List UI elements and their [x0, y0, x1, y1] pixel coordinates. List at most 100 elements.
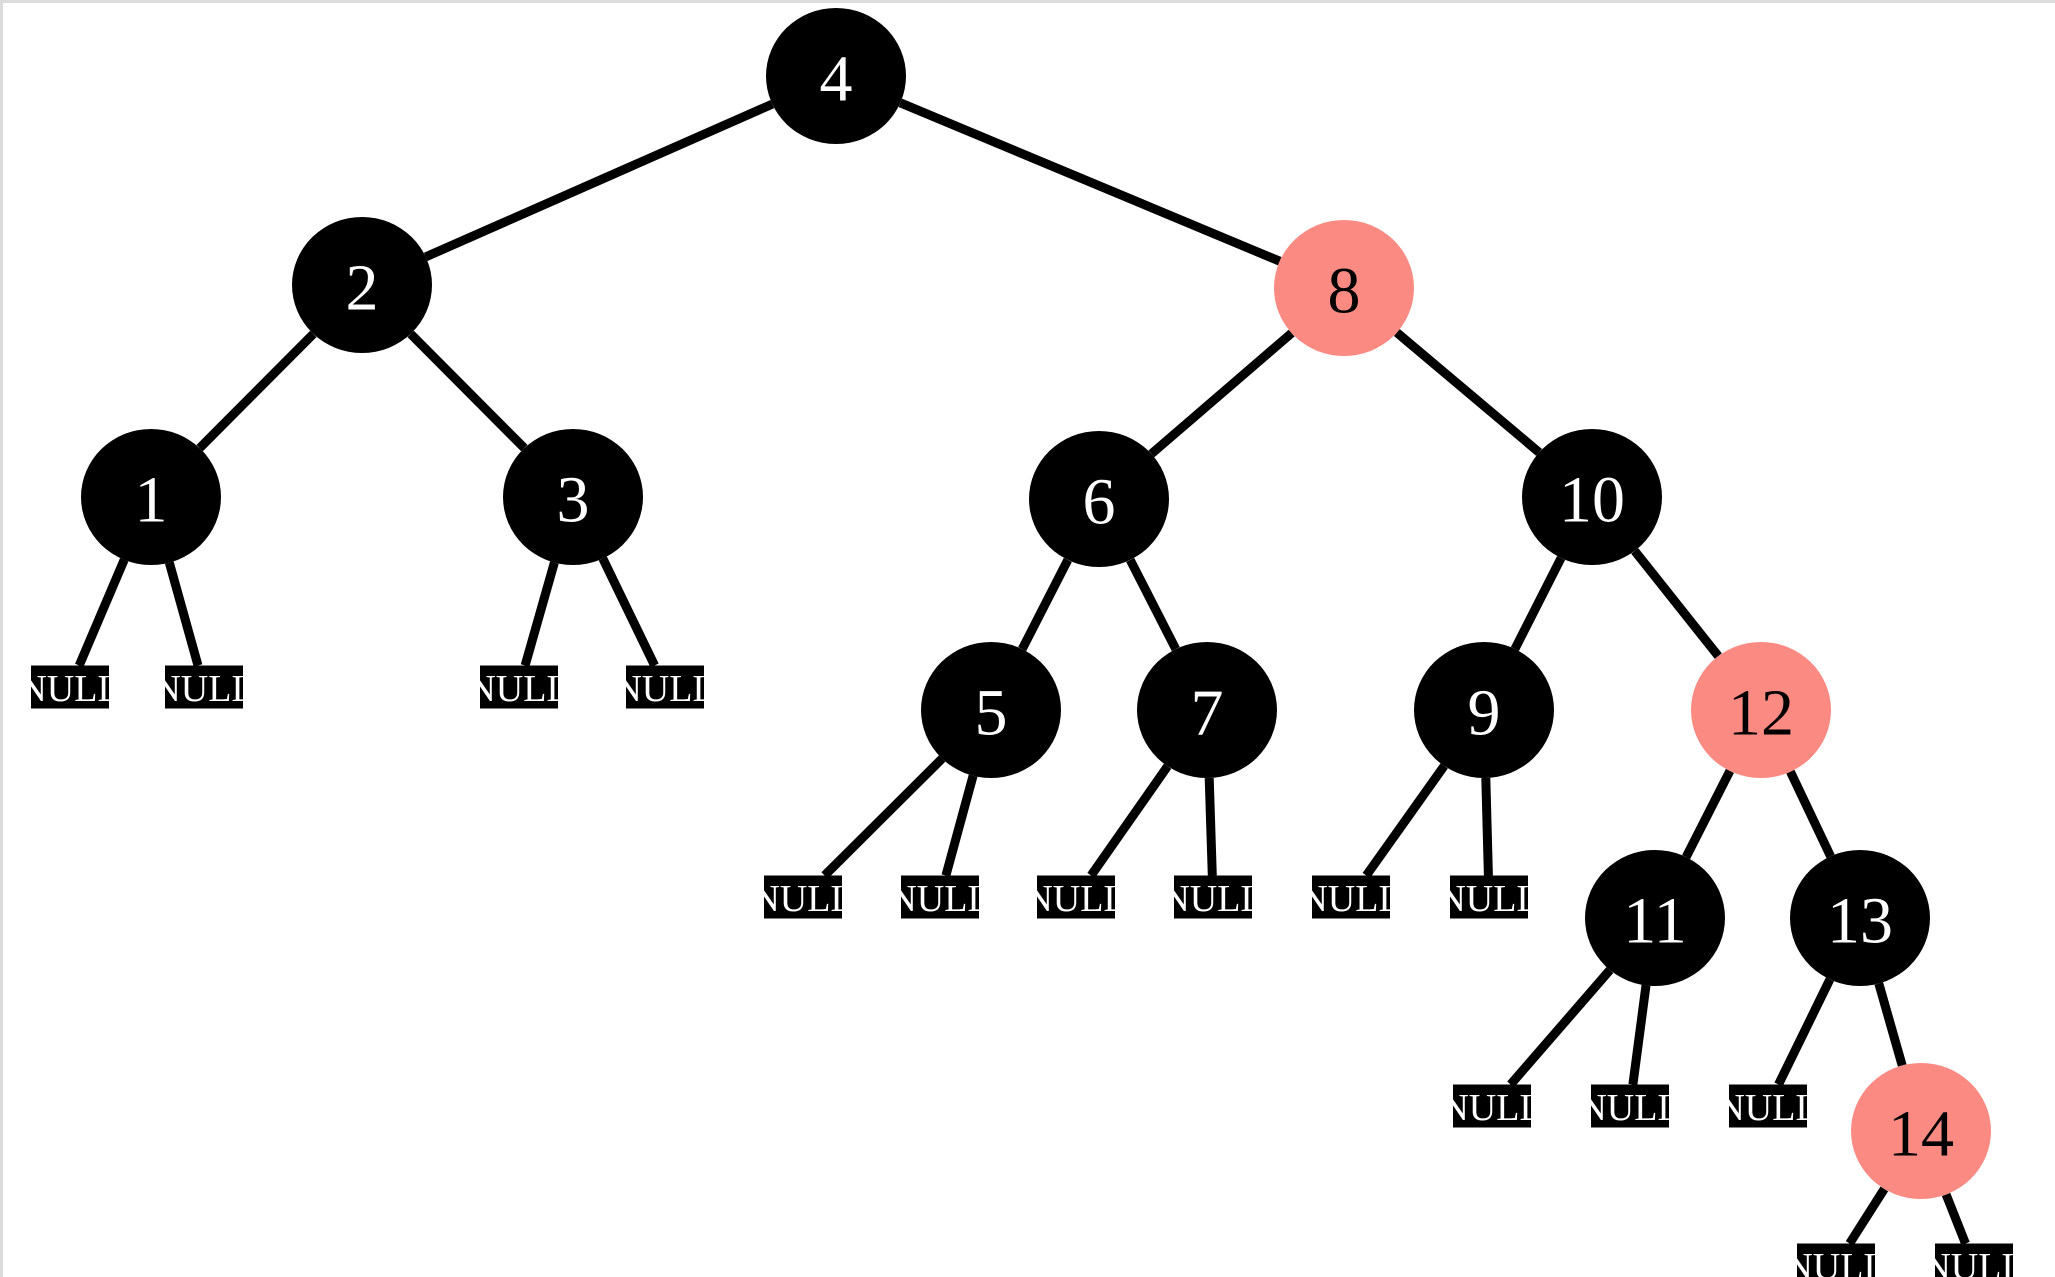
null-leaf-box	[1453, 1084, 1531, 1128]
null-leaf-node: NULL	[19, 665, 121, 710]
tree-node-label: 12	[1728, 677, 1794, 750]
tree-node-label: 5	[975, 677, 1008, 750]
tree-node-label: 8	[1328, 255, 1361, 328]
tree-node-12: 12	[1691, 642, 1831, 778]
tree-edge	[598, 556, 659, 668]
tree-edge	[1941, 1192, 1970, 1246]
null-leaf-label: NULL	[1025, 878, 1126, 920]
tree-edge	[1874, 982, 1907, 1067]
tree-node-label: 10	[1559, 464, 1625, 537]
tree-node-14: 14	[1851, 1063, 1991, 1199]
tree-node-label: 4	[820, 43, 853, 116]
tree-node-label: 1	[135, 464, 168, 537]
tree-edge	[1394, 329, 1542, 456]
tree-edge	[1682, 768, 1734, 860]
red-node-circle	[1691, 642, 1831, 778]
tree-edge	[520, 561, 559, 667]
null-leaf-node: NULL	[614, 665, 716, 710]
black-node-circle	[766, 8, 906, 144]
null-leaf-node: NULL	[889, 875, 991, 920]
null-leaf-box	[1450, 875, 1528, 919]
tree-node-label: 11	[1623, 885, 1687, 958]
edges-layer	[75, 98, 1970, 1246]
null-leaf-label: NULL	[1300, 878, 1401, 920]
tree-node-13: 13	[1790, 850, 1930, 986]
tree-edge	[164, 561, 203, 667]
tree-edge	[407, 330, 528, 452]
null-leaf-box	[764, 875, 842, 919]
null-leaf-label: NULL	[19, 668, 120, 710]
black-node-circle	[1790, 850, 1930, 986]
tree-node-label: 13	[1827, 885, 1893, 958]
tree-node-7: 7	[1137, 642, 1277, 778]
tree-edge	[1087, 763, 1172, 879]
null-leaf-node: NULL	[1717, 1084, 1819, 1129]
null-leaf-node: NULL	[1785, 1243, 1887, 1277]
black-node-circle	[1585, 850, 1725, 986]
tree-edge	[1018, 557, 1072, 652]
tree-edge	[1631, 548, 1722, 659]
black-node-circle	[1137, 642, 1277, 778]
tree-edge	[75, 558, 129, 668]
tree-node-5: 5	[921, 642, 1061, 778]
null-leaf-box	[1037, 875, 1115, 919]
tree-edge	[1126, 557, 1180, 652]
tree-edge	[1204, 777, 1217, 876]
null-leaf-label: NULL	[1441, 1087, 1542, 1129]
black-node-circle	[503, 429, 643, 565]
null-leaf-node: NULL	[1162, 875, 1264, 920]
tree-edge	[196, 330, 317, 452]
null-leaf-box	[1591, 1084, 1669, 1128]
tree-node-11: 11	[1585, 850, 1725, 986]
tree-edge	[1362, 763, 1448, 879]
null-leaf-box	[1729, 1084, 1807, 1128]
tree-svg: NULL NULL NULL NULL NULL NULL NULL NULL NULL NULL…	[19, 8, 2025, 1277]
null-leaf-node: NULL	[153, 665, 255, 710]
tree-node-label: 7	[1191, 677, 1224, 750]
tree-node-3: 3	[503, 429, 643, 565]
tree-node-6: 6	[1029, 431, 1169, 567]
tree-node-label: 9	[1468, 677, 1501, 750]
tree-edge	[1845, 1186, 1889, 1246]
null-leaf-node: NULL	[1025, 875, 1127, 920]
black-node-circle	[81, 429, 221, 565]
tree-node-10: 10	[1522, 429, 1662, 565]
null-leaf-label: NULL	[1438, 878, 1539, 920]
null-leaf-label: NULL	[1923, 1246, 2024, 1277]
tree-node-label: 3	[557, 464, 590, 537]
null-leaf-box	[1174, 875, 1252, 919]
null-leaf-box	[901, 875, 979, 919]
black-node-circle	[292, 217, 432, 353]
tree-node-9: 9	[1414, 642, 1554, 778]
null-leaf-label: NULL	[1579, 1087, 1680, 1129]
black-node-circle	[921, 642, 1061, 778]
null-leaf-label: NULL	[468, 668, 569, 710]
null-leaf-label: NULL	[752, 878, 853, 920]
tree-edge	[1786, 769, 1835, 859]
null-leaf-node: NULL	[1579, 1084, 1681, 1129]
null-leaf-node: NULL	[1438, 875, 1540, 920]
tree-node-label: 14	[1888, 1098, 1954, 1171]
tree-node-1: 1	[81, 429, 221, 565]
null-leaf-box	[1797, 1243, 1875, 1277]
tree-edge	[1510, 555, 1566, 652]
null-leaf-node: NULL	[752, 875, 854, 920]
tree-edge	[1507, 967, 1614, 1088]
tree-edge	[1774, 977, 1834, 1087]
null-leaf-label: NULL	[1162, 878, 1263, 920]
null-leaf-label: NULL	[153, 668, 254, 710]
null-leaf-node: NULL	[1923, 1243, 2025, 1277]
tree-node-8: 8	[1274, 220, 1414, 356]
tree-edge	[1481, 777, 1493, 876]
tree-edge	[1628, 984, 1651, 1086]
tree-edge	[821, 755, 946, 879]
black-node-circle	[1522, 429, 1662, 565]
tree-node-4: 4	[766, 8, 906, 144]
null-leaf-node: NULL	[1441, 1084, 1543, 1129]
null-nodes-layer: NULL NULL NULL NULL NULL NULL NULL NULL NULL NULL…	[19, 665, 2025, 1277]
null-leaf-node: NULL	[1300, 875, 1402, 920]
null-leaf-node: NULL	[468, 665, 570, 710]
null-leaf-box	[1312, 875, 1390, 919]
